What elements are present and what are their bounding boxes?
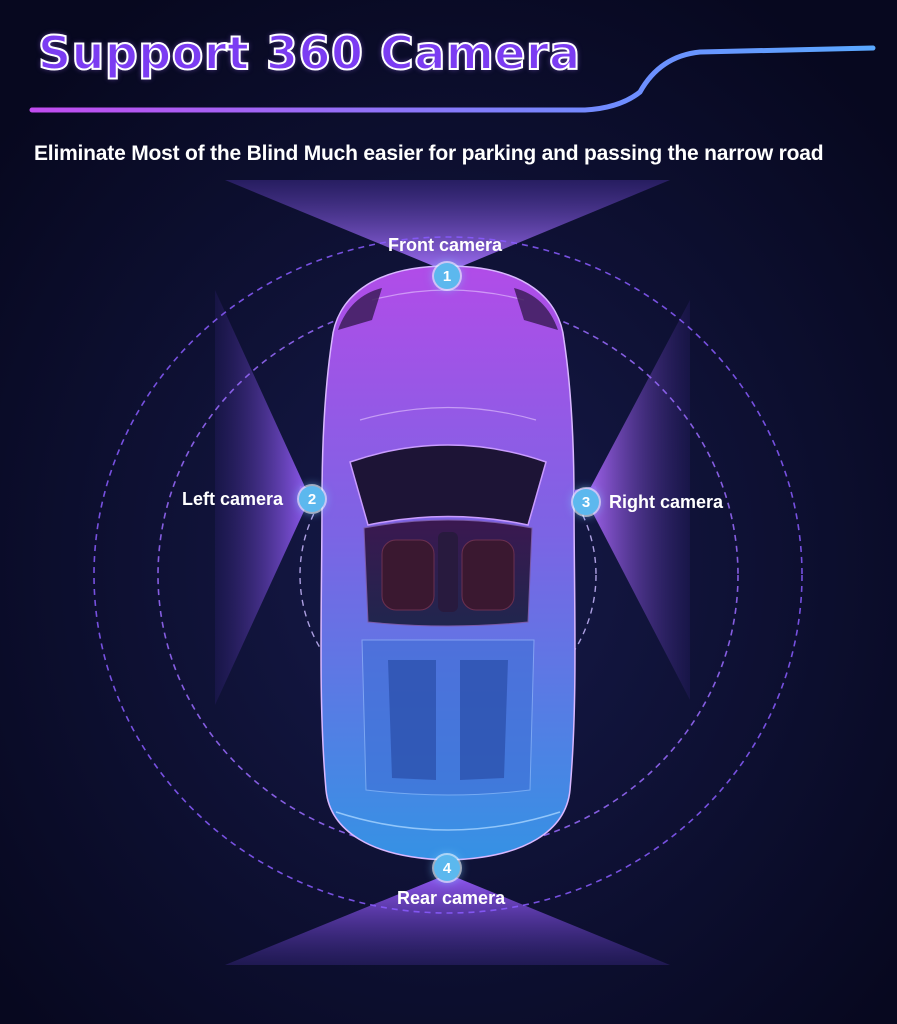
page-title: Support 360 Camera: [37, 25, 581, 81]
rear-camera-badge: 4: [434, 855, 460, 881]
right-camera-beam: [585, 300, 690, 700]
left-camera-badge: 2: [299, 486, 325, 512]
left-camera-label: Left camera: [182, 489, 284, 509]
right-camera-label: Right camera: [609, 492, 724, 512]
inner-coverage-ring: [299, 429, 597, 721]
left-camera-beam: [215, 290, 310, 705]
front-camera-label: Front camera: [388, 235, 503, 255]
header-underline: [29, 45, 876, 113]
rear-camera-beam: [225, 874, 670, 965]
outer-coverage-ring: [93, 236, 803, 914]
car-top-view: [298, 265, 598, 861]
front-camera-beam: [225, 180, 670, 272]
front-camera-badge: 1: [434, 263, 460, 289]
right-camera-badge: 3: [573, 489, 599, 515]
rear-camera-label: Rear camera: [397, 888, 506, 908]
page-subtitle: Eliminate Most of the Blind Much easier …: [34, 142, 824, 165]
